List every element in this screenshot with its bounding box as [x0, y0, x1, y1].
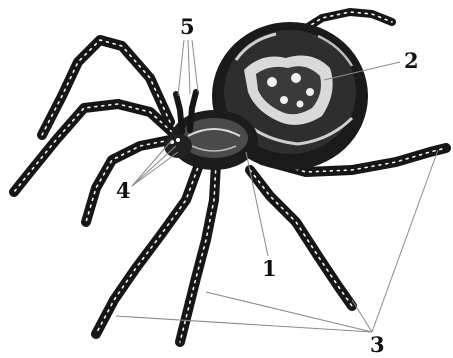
callout-2: 2	[404, 48, 419, 73]
callout-5: 5	[180, 14, 195, 39]
leg-right-lower	[250, 170, 352, 306]
callout-4: 4	[116, 178, 131, 203]
spider-head	[164, 134, 192, 158]
callout-1: 1	[262, 256, 277, 281]
callout-3: 3	[370, 332, 385, 357]
leg-left-upper	[42, 40, 170, 135]
